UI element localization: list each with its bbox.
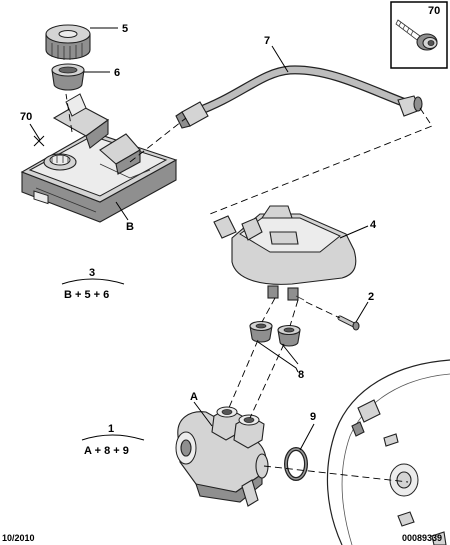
callout-b: B xyxy=(126,221,134,233)
formula-3-expression: B + 5 + 6 xyxy=(64,289,109,301)
callout-2: 2 xyxy=(368,291,374,303)
brake-fluid-hose xyxy=(175,65,423,129)
reservoir-grommets xyxy=(249,320,301,347)
formula-3-number: 3 xyxy=(89,267,95,279)
formula-1: 1 A + 8 + 9 xyxy=(81,423,145,457)
callout-70-inset: 70 xyxy=(428,5,440,17)
callout-9: 9 xyxy=(310,411,316,423)
leader-lines xyxy=(29,27,369,451)
sealing-grommet xyxy=(51,63,85,91)
master-cylinder-a xyxy=(175,406,269,507)
o-ring-seal xyxy=(284,447,308,481)
reservoir-b xyxy=(20,93,178,223)
diagram-reference-number: 00089339 xyxy=(402,533,442,543)
formula-3: 3 B + 5 + 6 xyxy=(61,267,125,301)
callout-6: 6 xyxy=(114,67,120,79)
reservoir-4 xyxy=(213,205,357,301)
diagram-date: 10/2010 xyxy=(2,533,35,543)
self-tapping-screw-icon xyxy=(395,19,438,51)
callout-labels: 5 6 7 70 70 B 4 2 8 A 9 xyxy=(20,5,440,423)
formula-1-expression: A + 8 + 9 xyxy=(84,445,129,457)
callout-7: 7 xyxy=(264,35,270,47)
inset-screw-70 xyxy=(390,1,448,69)
retaining-pin xyxy=(337,315,360,331)
callout-70-left: 70 xyxy=(20,111,32,123)
callout-5: 5 xyxy=(122,23,128,35)
callout-8: 8 xyxy=(298,369,304,381)
reservoir-cap xyxy=(45,24,91,60)
callout-a: A xyxy=(190,391,198,403)
formula-1-number: 1 xyxy=(108,423,114,435)
callout-4: 4 xyxy=(370,219,377,231)
brake-servo xyxy=(326,359,450,545)
